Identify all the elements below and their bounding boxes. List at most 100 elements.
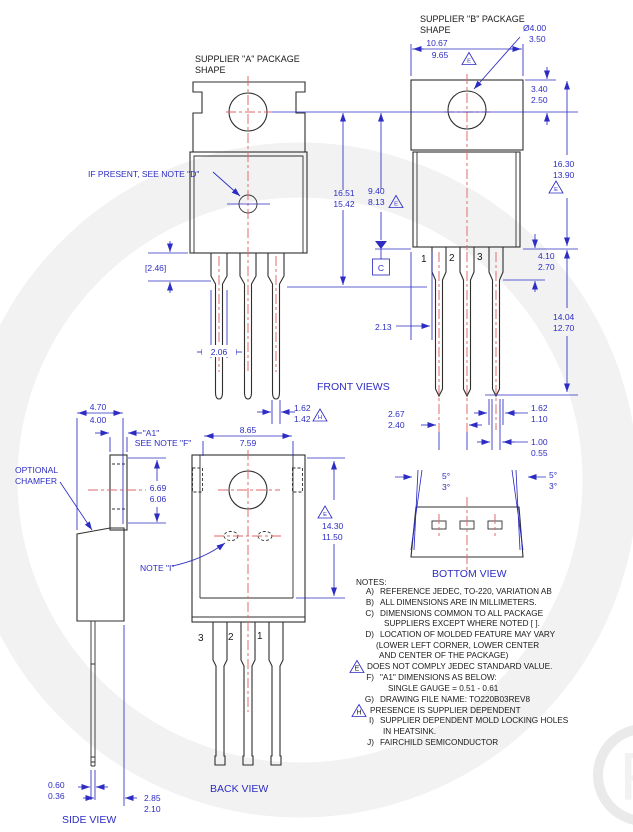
note-text: SUPPLIER DEPENDENT MOLD LOCKING HOLES <box>380 716 569 725</box>
dim-angle-l-min: 3° <box>442 482 450 492</box>
supplier-b-label-2: SHAPE <box>420 25 451 35</box>
flag-e-body-height: E <box>554 187 558 193</box>
note-tag: D) <box>365 630 374 639</box>
mold-lock-hole-left <box>192 467 203 493</box>
note-text: DRAWING FILE NAME: TO220B03REV8 <box>380 695 530 704</box>
dim-tab-hole-max: 6.69 <box>150 483 167 493</box>
fairchild-watermark: R <box>0 142 633 825</box>
dim-lead-offset-min: 2.10 <box>144 804 161 814</box>
note-tag-flagged: H <box>356 710 361 717</box>
side-view-title: SIDE VIEW <box>62 814 116 826</box>
note-i-callout: NOTE "I" <box>140 563 174 573</box>
dim-tab-width-min: 9.65 <box>432 50 449 60</box>
dim-hole-seat-max: 9.40 <box>368 186 385 196</box>
dim-tab-hole-min: 6.06 <box>150 494 167 504</box>
dimension-lines <box>59 36 578 806</box>
note-i-leader <box>171 542 226 567</box>
pin-1-front: 1 <box>421 254 427 265</box>
datum-c-box <box>372 258 390 276</box>
dim-body-thk-max: 4.70 <box>90 402 107 412</box>
dim-angle-r-min: 3° <box>549 481 557 491</box>
dim-lead-w-b-max: 1.62 <box>531 403 548 413</box>
dim-hole-dia-max: Ø4.00 <box>523 23 546 33</box>
dim-lead-len-min: 12.70 <box>553 323 575 333</box>
dim-lead-thk-min: 0.36 <box>48 791 65 801</box>
mold-lock-hole-right <box>292 467 303 493</box>
note-h-flag-triangle <box>351 703 367 717</box>
if-present-callout: IF PRESENT, SEE NOTE "D" <box>88 169 199 179</box>
dim-lead-span-max: 2.67 <box>388 409 405 419</box>
bottom-view-title: BOTTOM VIEW <box>432 568 507 580</box>
dim-body-thk-min: 4.00 <box>90 415 107 425</box>
dim-back-height-max: 14.30 <box>322 521 344 531</box>
dim-tab-width-max: 10.67 <box>426 38 448 48</box>
note-text: SUPPLIERS EXCEPT WHERE NOTED [ ]. <box>384 619 540 628</box>
dim-lead-w-a-min: 1.42 <box>294 414 311 424</box>
dim-overall-a-max: 16.51 <box>333 188 355 198</box>
dim-bg <box>202 345 236 357</box>
note-tag: F) <box>366 673 374 682</box>
pin-2-front: 2 <box>449 253 455 264</box>
dim-angle-r-max: 5° <box>549 470 557 480</box>
dim-hole-dia-min: 3.50 <box>529 34 546 44</box>
notes-block: NOTES: A) REFERENCE JEDEC, TO-220, VARIA… <box>349 578 569 747</box>
dim-lead-span-min: 2.40 <box>388 420 405 430</box>
dim-shoulder-b-min: 2.70 <box>538 262 555 272</box>
dim-lead-tip-max: 1.00 <box>531 437 548 447</box>
a1-note-callout: SEE NOTE "F" <box>135 438 192 448</box>
flag-e-hole-seat: E <box>394 202 398 208</box>
note-text: SINGLE GAUGE = 0.51 - 0.61 <box>388 684 499 693</box>
dim-lead-tip-min: 0.55 <box>531 448 548 458</box>
dim-shoulder-b-max: 4.10 <box>538 251 555 261</box>
tolerance-flags: E E E H E <box>312 51 564 519</box>
note-tag: B) <box>366 598 374 607</box>
note-tag: C) <box>365 609 374 618</box>
dim-body-height-max: 16.30 <box>553 159 575 169</box>
pin-2-back: 2 <box>228 632 234 643</box>
datum-triangle <box>375 241 387 249</box>
note-text: PRESENCE IS SUPPLIER DEPENDENT <box>370 706 521 715</box>
note-text: FAIRCHILD SEMICONDUCTOR <box>380 738 498 747</box>
dim-lead-shoulder-w: 2.06 <box>211 347 228 357</box>
note-text: ALL DIMENSIONS ARE IN MILLIMETERS. <box>380 598 537 607</box>
notes-title: NOTES: <box>356 578 386 587</box>
note-text: IN HEATSINK. <box>383 727 436 736</box>
supplier-a-label-2: SHAPE <box>195 65 226 75</box>
dim-back-height-min: 11.50 <box>322 532 343 542</box>
dim-back-width-max: 8.65 <box>240 425 257 435</box>
dim-shoulder-a: [2.46] <box>145 263 166 273</box>
chamfer-leader <box>59 481 93 531</box>
optional-chamfer-2: CHAMFER <box>15 476 57 486</box>
note-tag: G) <box>365 695 374 704</box>
registered-r-watermark: R <box>619 739 633 815</box>
note-tag: I) <box>369 716 374 725</box>
dim-lead-w-a-max: 1.62 <box>294 403 311 413</box>
dim-back-width-min: 7.59 <box>240 438 257 448</box>
dim-hole-top-min: 2.50 <box>531 95 548 105</box>
pin-1-back: 1 <box>257 631 263 642</box>
note-text: AND CENTER OF THE PACKAGE) <box>379 651 509 660</box>
side-view-outline <box>76 454 128 767</box>
note-text: "A1" DIMENSIONS AS BELOW: <box>380 673 497 682</box>
note-tag: A) <box>366 587 374 596</box>
a1-callout: "A1" <box>143 428 159 438</box>
note-text: DIMENSIONS COMMON TO ALL PACKAGE <box>380 609 544 618</box>
dim-hole-seat-min: 8.13 <box>368 197 385 207</box>
mounting-hole-b <box>447 90 487 130</box>
dim-hole-top-max: 3.40 <box>531 84 548 94</box>
note-text: LOCATION OF MOLDED FEATURE MAY VARY <box>380 630 556 639</box>
supplier-b-label-1: SUPPLIER "B" PACKAGE <box>420 14 525 24</box>
back-view-outline <box>191 454 306 766</box>
dim-lead-len-max: 14.04 <box>553 312 575 322</box>
back-view-title: BACK VIEW <box>210 783 268 795</box>
note-tag: J) <box>367 738 374 747</box>
dim-lead-w-b-min: 1.10 <box>531 414 548 424</box>
pin-3-back: 3 <box>198 633 204 644</box>
flag-e-tab-width: E <box>467 59 471 65</box>
note-text: (LOWER LEFT CORNER, LOWER CENTER <box>376 641 539 650</box>
dim-lead-offset-max: 2.85 <box>144 793 161 803</box>
flag-e-back-height: E <box>323 512 327 518</box>
dim-body-height-min: 13.90 <box>553 170 575 180</box>
note-text: REFERENCE JEDEC, TO-220, VARIATION AB <box>380 587 552 596</box>
